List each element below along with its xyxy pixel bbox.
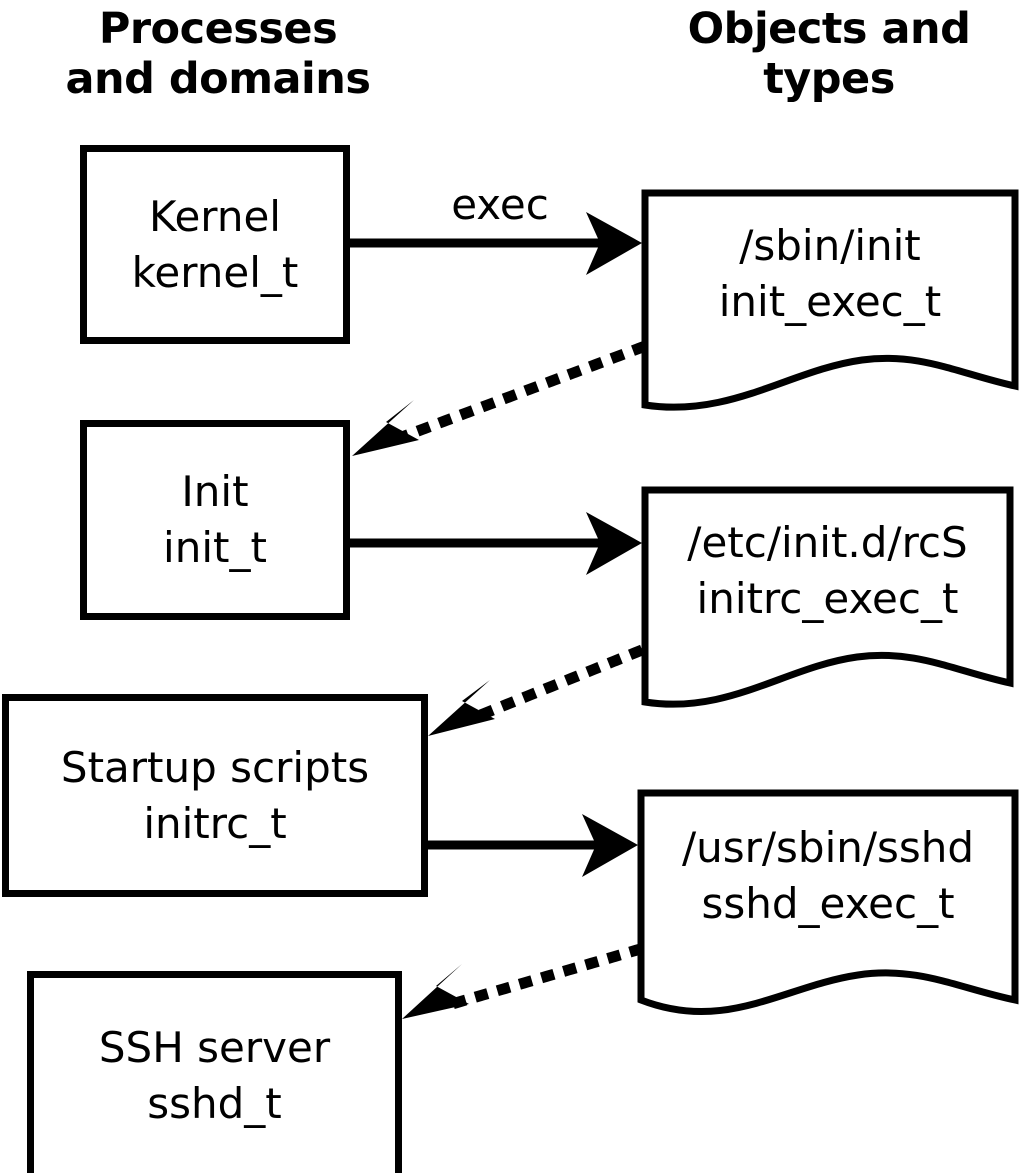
edge-label-exec: exec bbox=[451, 180, 549, 229]
process-box-kernel[interactable]: Kernel kernel_t bbox=[80, 145, 350, 344]
process-box-init[interactable]: Init init_t bbox=[80, 420, 350, 620]
process-box-ssh-server[interactable]: SSH server sshd_t bbox=[27, 971, 402, 1173]
edge-initrc-exec-sshd-exec bbox=[428, 814, 638, 877]
document-shape-init-exec[interactable] bbox=[641, 189, 1019, 411]
document-shape-sshd-exec[interactable] bbox=[637, 789, 1019, 1016]
edge-init-exec-initrc-exec bbox=[350, 512, 642, 575]
process-box-kernel-label: Kernel kernel_t bbox=[131, 191, 299, 297]
edge-init-exec-transition-init bbox=[352, 340, 648, 456]
process-box-startup-scripts[interactable]: Startup scripts initrc_t bbox=[2, 694, 428, 897]
column-header-processes: Processes and domains bbox=[65, 4, 371, 104]
process-box-init-label: Init init_t bbox=[163, 467, 267, 572]
process-box-startup-scripts-label: Startup scripts initrc_t bbox=[60, 742, 370, 848]
column-header-objects: Objects and types bbox=[687, 4, 971, 104]
edge-initrc-exec-transition-initrc bbox=[428, 644, 645, 736]
edge-sshd-exec-transition-sshd bbox=[402, 943, 644, 1019]
process-box-ssh-server-label: SSH server sshd_t bbox=[98, 1023, 331, 1128]
edge-kernel-exec-init-exec bbox=[350, 212, 642, 275]
document-shape-initrc-exec[interactable] bbox=[641, 486, 1014, 708]
